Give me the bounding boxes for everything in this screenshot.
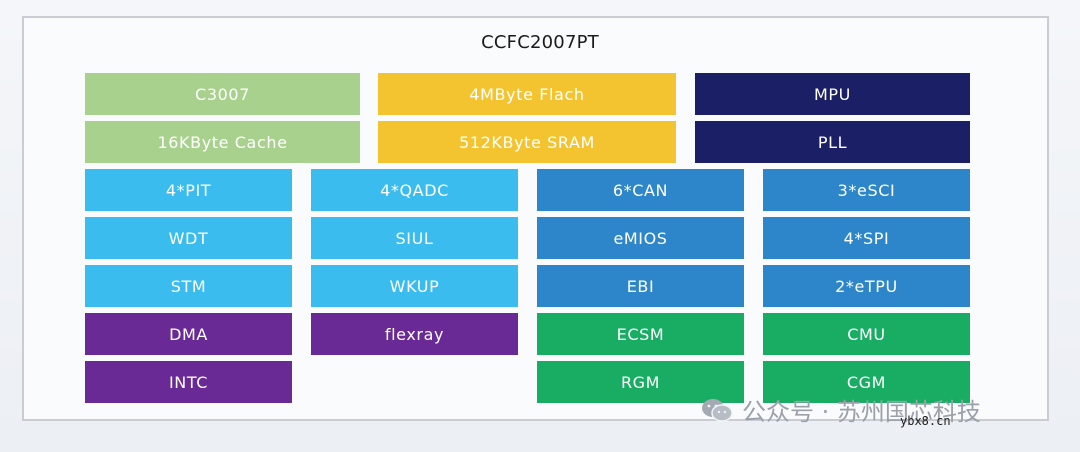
block-dma: DMA	[85, 313, 292, 355]
wechat-icon	[700, 396, 734, 424]
block-cmu: CMU	[763, 313, 970, 355]
block-stm: STM	[85, 265, 292, 307]
block-flexray: flexray	[311, 313, 518, 355]
block-core: C3007	[85, 73, 360, 115]
site-label: ybx8.cn	[900, 414, 951, 428]
block-intc: INTC	[85, 361, 292, 403]
block-pll: PLL	[695, 121, 970, 163]
block-esci: 3*eSCI	[763, 169, 970, 211]
chip-title: CCFC2007PT	[481, 32, 599, 53]
block-mpu: MPU	[695, 73, 970, 115]
watermark-text: 公众号 · 苏州国芯科技	[742, 398, 981, 426]
block-siul: SIUL	[311, 217, 518, 259]
block-emios: eMIOS	[537, 217, 744, 259]
block-can: 6*CAN	[537, 169, 744, 211]
block-wdt: WDT	[85, 217, 292, 259]
block-pit: 4*PIT	[85, 169, 292, 211]
block-cache: 16KByte Cache	[85, 121, 360, 163]
block-ecsm: ECSM	[537, 313, 744, 355]
block-spi: 4*SPI	[763, 217, 970, 259]
block-flash: 4MByte Flach	[378, 73, 676, 115]
block-etpu: 2*eTPU	[763, 265, 970, 307]
block-rgm: RGM	[537, 361, 744, 403]
block-wkup: WKUP	[311, 265, 518, 307]
block-cgm: CGM	[763, 361, 970, 403]
block-qadc: 4*QADC	[311, 169, 518, 211]
watermark: 公众号 · 苏州国芯科技	[700, 392, 981, 427]
block-sram: 512KByte SRAM	[378, 121, 676, 163]
block-ebi: EBI	[537, 265, 744, 307]
